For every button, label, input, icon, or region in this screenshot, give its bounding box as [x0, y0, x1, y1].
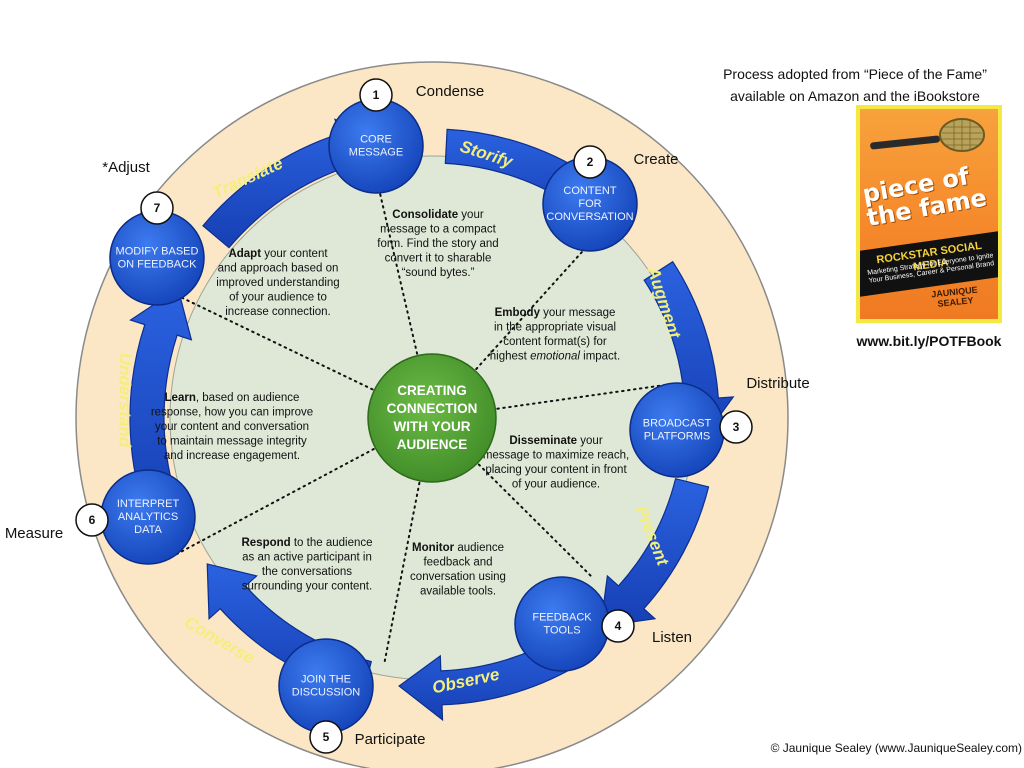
- stage-number-7: 7: [154, 201, 161, 215]
- book-title: piece of the fame: [860, 160, 998, 232]
- stage-number-4: 4: [615, 619, 622, 633]
- stage-label-4: Listen: [652, 629, 692, 646]
- stage-number-2: 2: [587, 155, 594, 169]
- stage-number-6: 6: [89, 513, 96, 527]
- stage-label-5: Participate: [355, 731, 426, 748]
- arrow-3: [599, 477, 710, 627]
- stage-label-2: Create: [633, 151, 678, 168]
- stage-number-badge-2: [573, 145, 607, 179]
- book-author: JAUNIQUE SEALEY: [919, 283, 991, 310]
- center-circle: [367, 353, 497, 483]
- stage-label-3: Distribute: [746, 375, 809, 392]
- stage-label-7: *Adjust: [102, 159, 150, 176]
- credit-line-1: Process adopted from “Piece of the Fame”: [723, 66, 987, 82]
- stage-number-badge-1: [359, 78, 393, 112]
- microphone-icon: [870, 118, 985, 152]
- stage-number-badge-7: [140, 191, 174, 225]
- stage-number-5: 5: [323, 730, 330, 744]
- stage-number-badge-4: [601, 609, 635, 643]
- book-cover[interactable]: piece of the fame ROCKSTAR SOCIAL MEDIA …: [856, 105, 1002, 323]
- arrow-6: [129, 287, 193, 523]
- stage-number-3: 3: [733, 420, 740, 434]
- stage-number-badge-6: [75, 503, 109, 537]
- arrow-label-understand: Understand: [116, 353, 135, 448]
- stage-number-badge-3: [719, 410, 753, 444]
- stage-label-1: Condense: [416, 83, 484, 100]
- stage-number-badge-5: [309, 720, 343, 754]
- copyright-text: © Jaunique Sealey (www.JauniqueSealey.co…: [770, 741, 1022, 755]
- stage-number-1: 1: [373, 88, 380, 102]
- stage-label-6: Measure: [5, 525, 63, 542]
- book-url-link[interactable]: www.bit.ly/POTFBook: [856, 333, 1002, 349]
- credit-line-2: available on Amazon and the iBookstore: [730, 88, 980, 104]
